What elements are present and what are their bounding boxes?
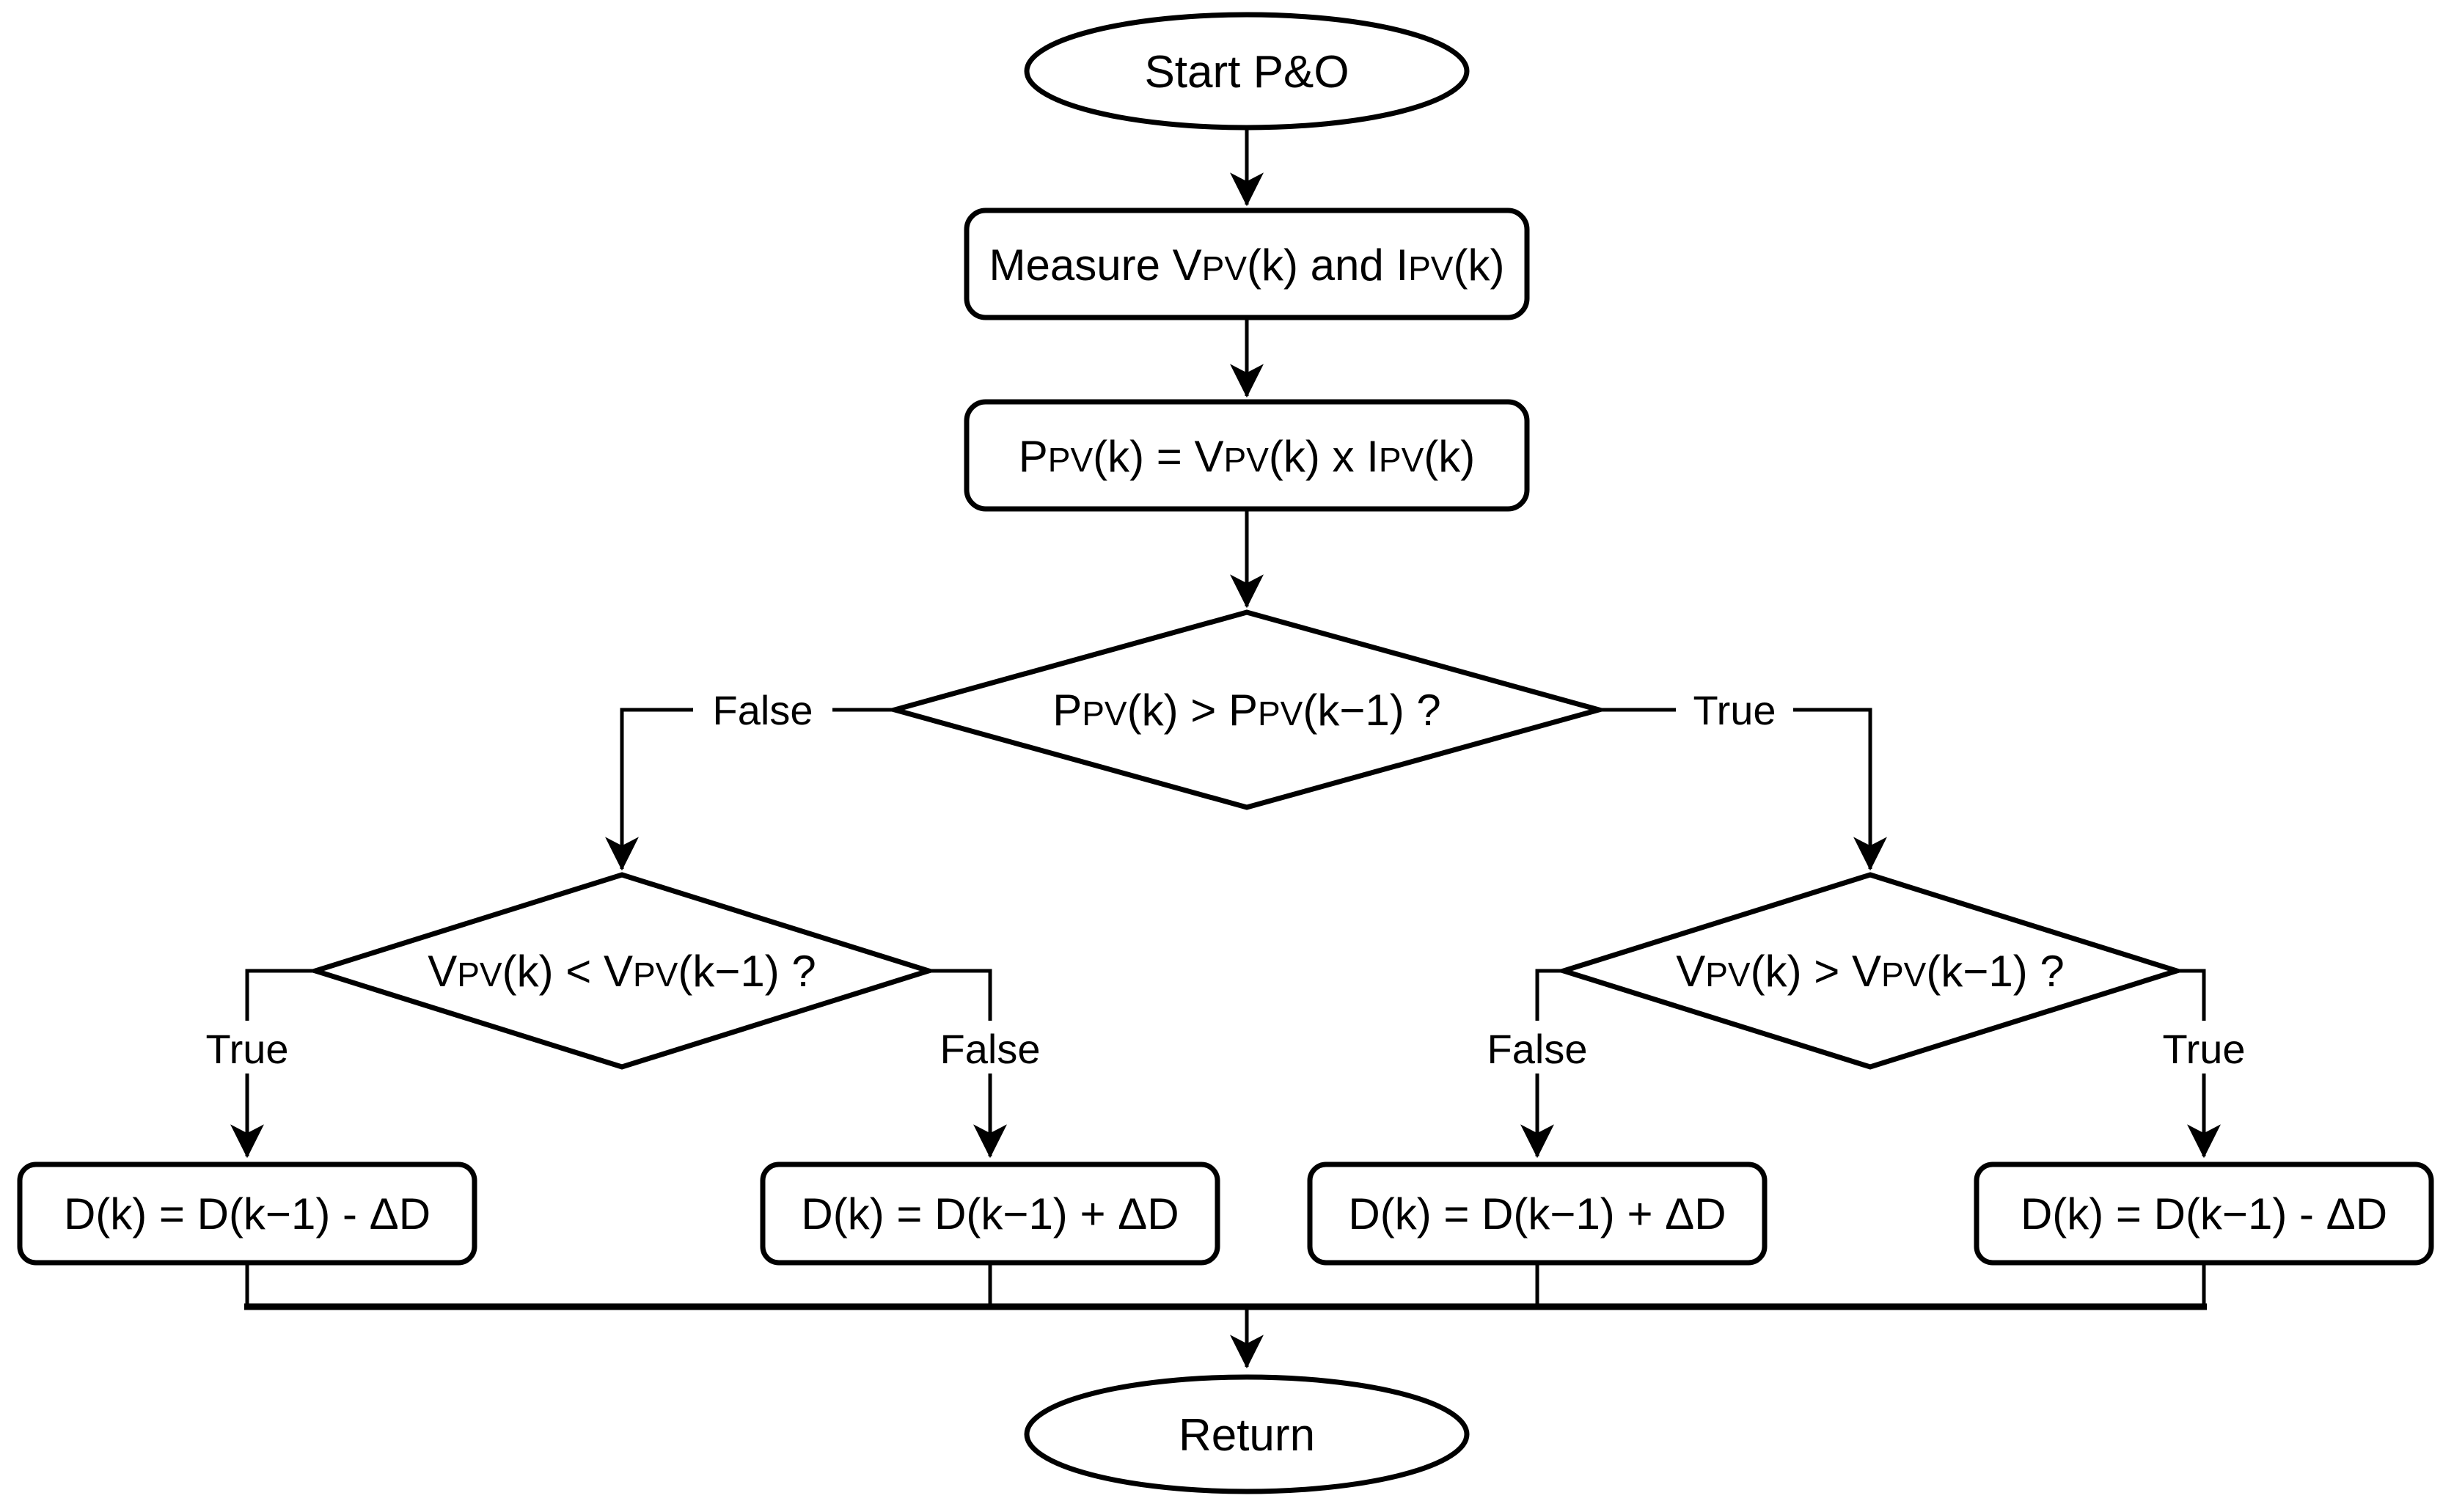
edge-label-power-true: True <box>1693 687 1776 733</box>
edge-label-backgrounds <box>188 683 2263 1074</box>
power-label: PPV(k) = VPV(k) x IPV(k) <box>1019 432 1475 481</box>
voltage-decision-diamond-left <box>307 872 937 1070</box>
edge-left-diamond-false-to-box2 <box>929 969 1007 1159</box>
label-bg-power-false <box>693 683 832 737</box>
start-label: Start P&O <box>1144 47 1349 98</box>
duty-box-4-label: D(k) = D(k−1) - ΔD <box>2021 1189 2387 1238</box>
shapes <box>17 12 2434 1494</box>
duty-box-3-label: D(k) = D(k−1) + ΔD <box>1348 1189 1726 1238</box>
label-bg-power-true <box>1676 683 1793 737</box>
edge-right-diamond-false-to-box3 <box>1520 969 1564 1159</box>
power-decision-diamond <box>884 609 1609 810</box>
start-terminator <box>1024 12 1470 131</box>
return-label: Return <box>1179 1410 1315 1461</box>
duty-update-box-4 <box>1974 1161 2434 1266</box>
duty-update-box-3 <box>1307 1161 1768 1266</box>
edge-left-diamond-true-to-box1 <box>230 969 315 1159</box>
measure-label: Measure VPV(k) and IPV(k) <box>989 241 1505 290</box>
label-bg-right-true <box>2145 1021 2263 1074</box>
right-decision-label: VPV(k) > VPV(k−1) ? <box>1676 947 2065 996</box>
duty-update-box-2 <box>760 1161 1220 1266</box>
edge-labels: False True True False False True <box>205 687 2245 1072</box>
label-bg-left-false <box>920 1021 1060 1074</box>
duty-box-1-label: D(k) = D(k−1) - ΔD <box>64 1189 431 1238</box>
label-bg-left-true <box>188 1021 306 1074</box>
return-terminator <box>1024 1374 1470 1494</box>
label-bg-right-false <box>1468 1021 1607 1074</box>
edge-label-right-true: True <box>2162 1026 2245 1072</box>
edge-label-left-false: False <box>940 1026 1041 1072</box>
measure-process-box <box>964 208 1530 320</box>
edge-label-left-true: True <box>205 1026 288 1072</box>
node-labels: Start P&O Measure VPV(k) and IPV(k) PPV(… <box>64 47 2387 1461</box>
voltage-decision-diamond-right <box>1555 872 2186 1070</box>
left-decision-label: VPV(k) < VPV(k−1) ? <box>428 947 816 996</box>
power-process-box <box>964 399 1530 512</box>
power-decision-label: PPV(k) > PPV(k−1) ? <box>1052 686 1441 735</box>
duty-box-2-label: D(k) = D(k−1) + ΔD <box>801 1189 1179 1238</box>
edge-label-power-false: False <box>713 687 813 733</box>
edge-label-right-false: False <box>1487 1026 1588 1072</box>
edge-right-diamond-true-to-box4 <box>2177 969 2221 1159</box>
duty-update-box-1 <box>17 1161 477 1266</box>
